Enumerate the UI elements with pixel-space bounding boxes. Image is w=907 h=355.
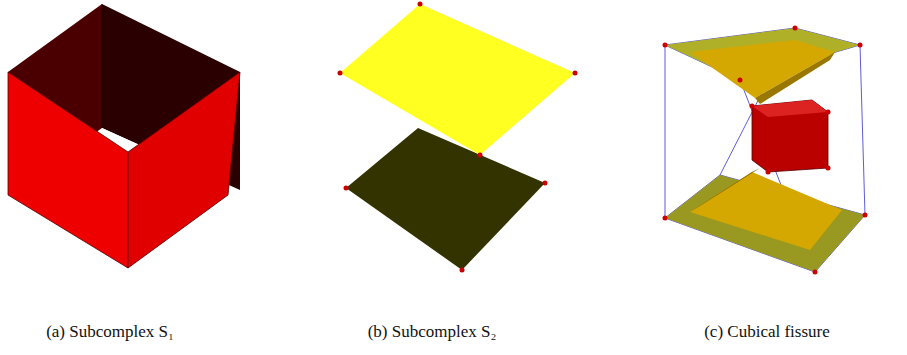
square-face <box>346 128 545 270</box>
wall-face <box>128 72 240 268</box>
square-face <box>340 4 575 155</box>
wall-face <box>8 72 128 268</box>
caption: (c) Cubical fissure <box>704 322 830 342</box>
square-pair <box>338 2 578 273</box>
caption: (b) Subcomplex S₂ <box>368 322 497 342</box>
caption: (a) Subcomplex S₁ <box>46 322 174 342</box>
center-cube <box>752 100 828 172</box>
open-cube <box>8 4 240 268</box>
bottom-panel <box>690 172 842 250</box>
cubical-fissure <box>663 26 868 275</box>
